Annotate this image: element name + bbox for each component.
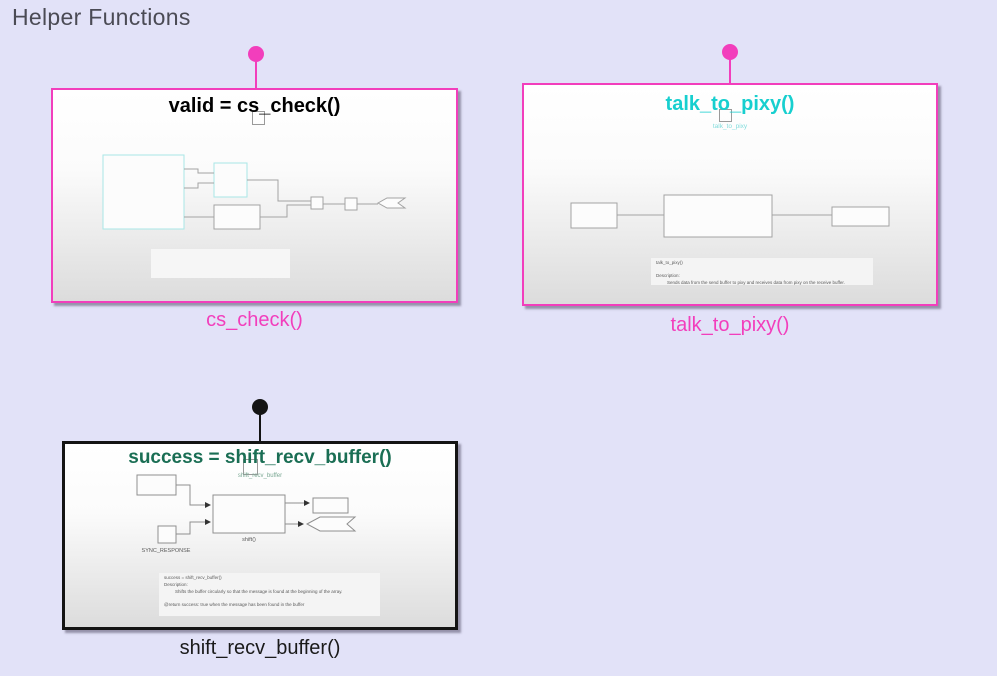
preview-output-arrow-icon (305, 516, 357, 532)
preview-small-box-2 (344, 197, 358, 211)
talk-to-pixy-pin-icon (722, 44, 738, 60)
cs-check-pin-stem (255, 61, 257, 88)
cs-check-block-name-label[interactable]: cs_check() (206, 309, 303, 331)
talk-to-pixy-pin-stem (729, 59, 731, 83)
doc-line: Shifts the buffer circularly so that the… (175, 588, 343, 594)
canvas-title: Helper Functions (12, 4, 191, 30)
talk-to-pixy-sublabel: talk_to_pixy (712, 123, 748, 130)
doc-line: Description: (164, 581, 188, 587)
shift-recv-buffer-block-title: success = shift_recv_buffer() (128, 447, 392, 468)
preview-shift-box (212, 494, 286, 534)
shift-recv-buffer-sublabel: shift_recv_buffer (237, 473, 283, 479)
preview-sync-response-box (157, 525, 177, 544)
preview-small-box-1 (310, 196, 324, 210)
doc-line: Sends data from the send buffer to pixy … (667, 280, 845, 285)
cs-check-pin-icon (248, 46, 264, 62)
doc-line: Description: (656, 273, 680, 279)
preview-center-box (663, 194, 773, 238)
talk-to-pixy-function-block[interactable]: talk_to_pixy() talk_to_pixy talk_to_pixy… (522, 83, 938, 306)
shift-recv-buffer-pin-stem (259, 414, 261, 441)
shift-label: shift() (242, 537, 256, 543)
shift-recv-buffer-function-block[interactable]: success = shift_recv_buffer() shift_recv… (62, 441, 458, 630)
shift-recv-buffer-pin-icon (252, 399, 268, 415)
talk-to-pixy-subsystem-badge-icon (719, 109, 732, 122)
cs-check-function-block[interactable]: valid = cs_check() (51, 88, 458, 303)
cs-check-block-title: valid = cs_check() (168, 95, 341, 117)
talk-to-pixy-doc-box: talk_to_pixy() Description: Sends data f… (651, 258, 873, 285)
shift-recv-buffer-doc-box: success = shift_recv_buffer() Descriptio… (159, 573, 380, 616)
shift-recv-buffer-block-name-label[interactable]: shift_recv_buffer() (179, 637, 341, 659)
preview-subsystem-box (213, 162, 248, 198)
preview-output-arrow-icon (376, 197, 407, 209)
cs-check-subsystem-badge-icon (252, 111, 265, 125)
shift-recv-buffer-subsystem-badge-icon (243, 459, 258, 475)
preview-output-box (312, 497, 349, 514)
preview-doc-box (151, 249, 290, 278)
preview-output-box (831, 206, 890, 227)
shift-recv-buffer-preview-diagram: SYNC_RESPONSE shift() (136, 474, 357, 554)
doc-line: @return success: true when the message h… (164, 601, 305, 607)
doc-line: talk_to_pixy() (656, 260, 683, 265)
preview-block-box (213, 204, 261, 230)
doc-line: success = shift_recv_buffer() (164, 575, 222, 580)
sync-response-label: SYNC_RESPONSE (142, 548, 191, 554)
talk-to-pixy-block-title: talk_to_pixy() (665, 93, 795, 115)
talk-to-pixy-block-name-label[interactable]: talk_to_pixy() (670, 314, 790, 336)
preview-input-box (570, 202, 618, 229)
preview-chart-box (102, 154, 185, 230)
cs-check-preview-diagram (102, 154, 407, 278)
talk-to-pixy-preview-diagram (570, 194, 890, 238)
